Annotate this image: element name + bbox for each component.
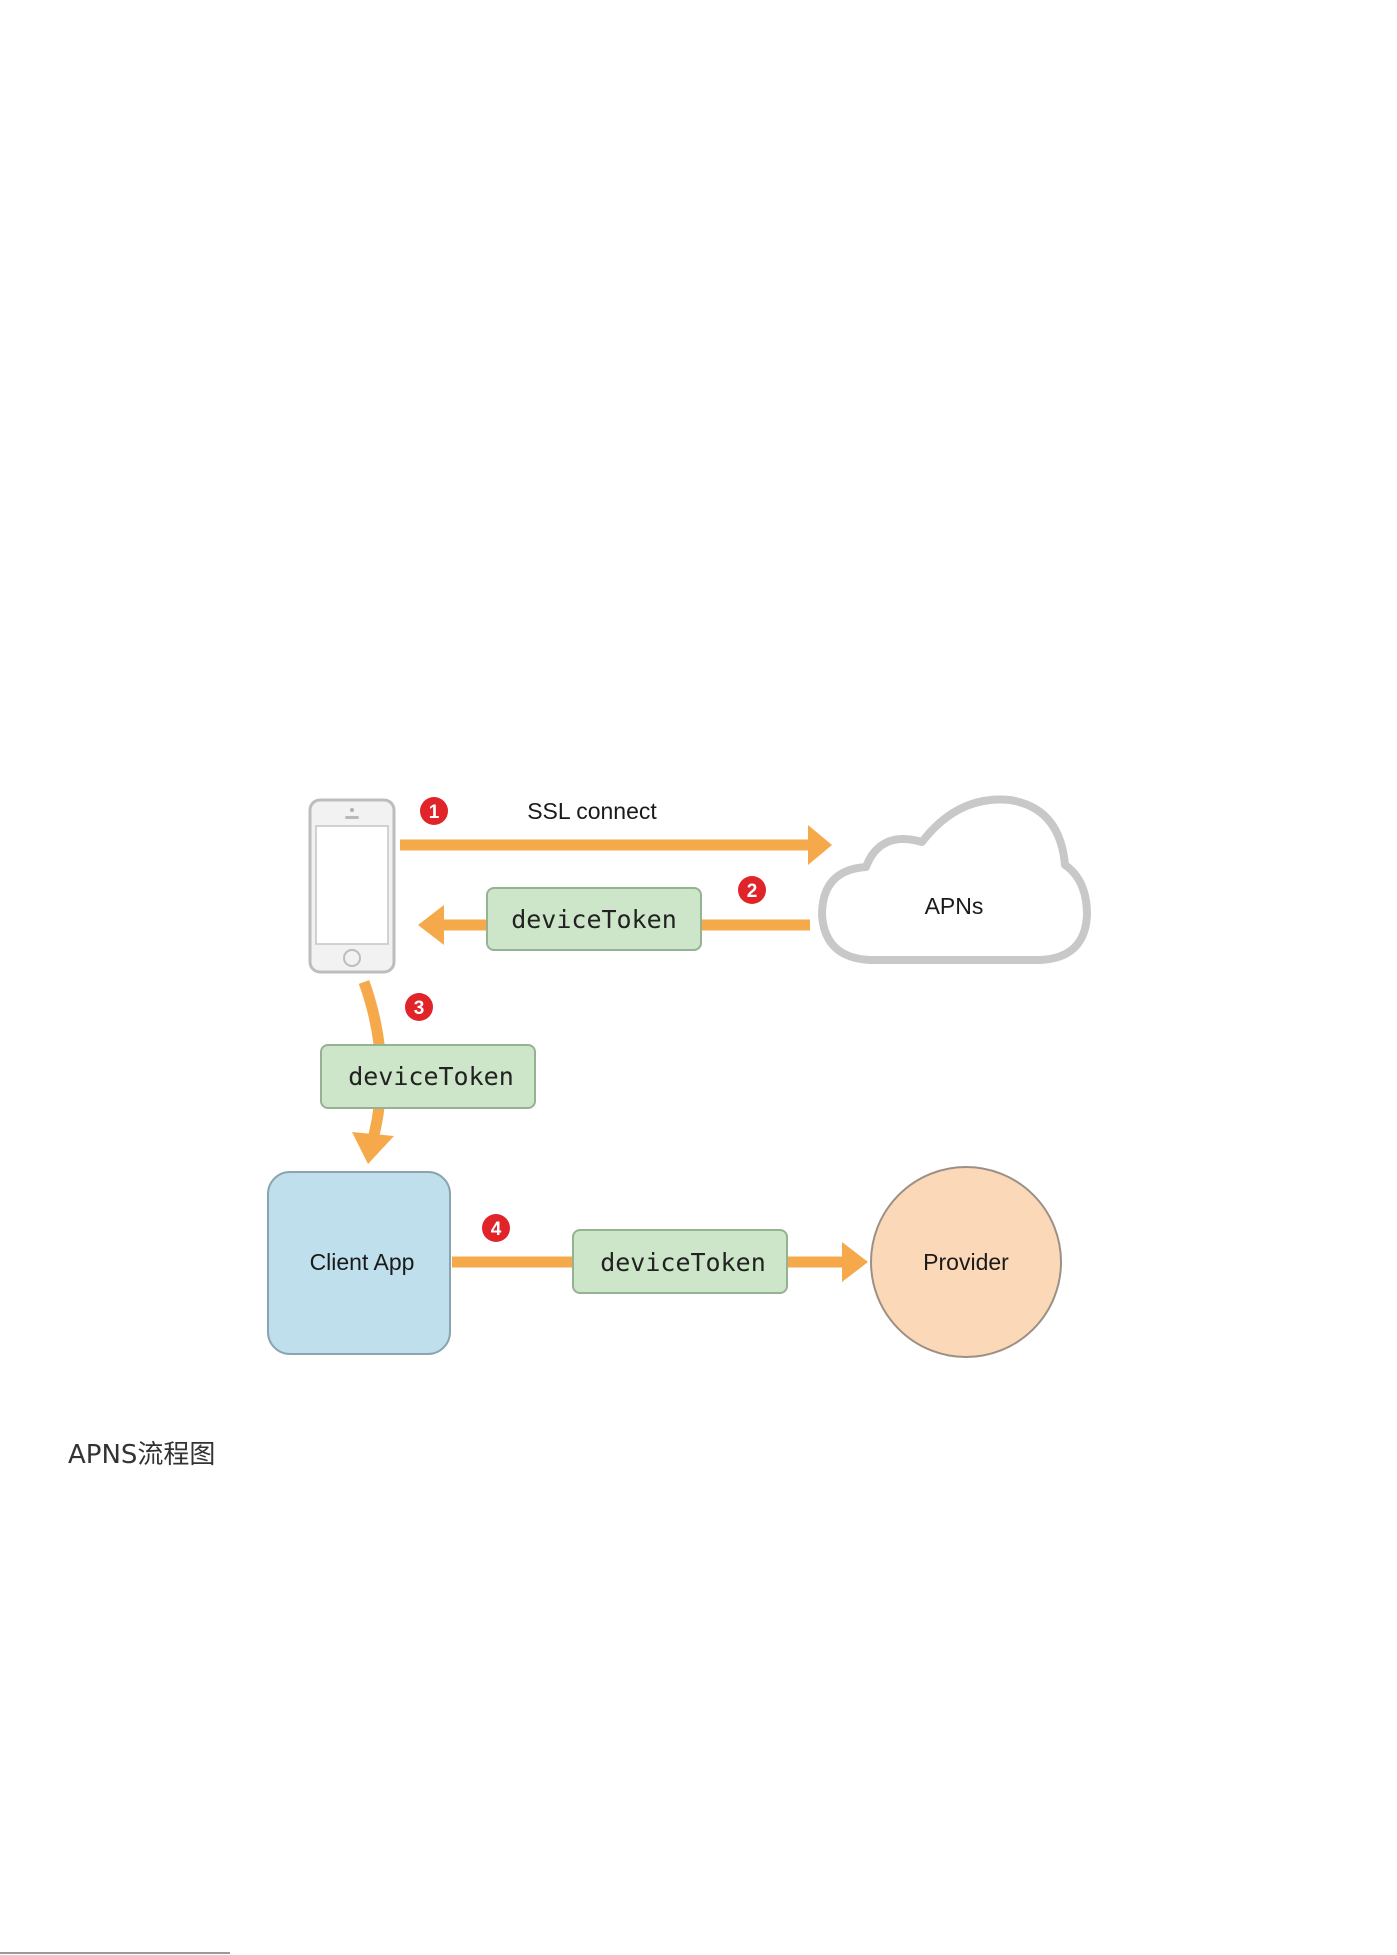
step-number-3: 3 bbox=[414, 998, 425, 1019]
iphone-icon bbox=[308, 798, 396, 974]
token-box-step-3: deviceToken bbox=[320, 1044, 536, 1109]
cloud-icon bbox=[818, 795, 1091, 964]
step-number-2: 2 bbox=[747, 881, 758, 902]
step-number-1: 1 bbox=[429, 802, 440, 823]
apns-label: APNs bbox=[925, 893, 984, 919]
client-app-label: Client App bbox=[310, 1249, 415, 1275]
bottom-divider bbox=[0, 1952, 230, 1954]
step-number-4: 4 bbox=[491, 1219, 502, 1240]
provider-label: Provider bbox=[923, 1249, 1009, 1275]
step-badge-4: 4 bbox=[482, 1214, 510, 1242]
token-label-2: deviceToken bbox=[511, 905, 677, 934]
step-badge-3: 3 bbox=[405, 993, 433, 1021]
ssl-connect-label: SSL connect bbox=[527, 798, 657, 824]
arrow-ssl-connect bbox=[400, 825, 832, 865]
token-label-3: deviceToken bbox=[348, 1062, 514, 1091]
token-label-4: deviceToken bbox=[600, 1248, 766, 1277]
token-box-step-4: deviceToken bbox=[572, 1229, 788, 1294]
step-badge-1: 1 bbox=[420, 797, 448, 825]
client-app-node: Client App bbox=[267, 1171, 451, 1355]
figure-caption: APNS流程图 bbox=[68, 1440, 216, 1470]
token-box-step-2: deviceToken bbox=[486, 887, 702, 951]
step-badge-2: 2 bbox=[738, 876, 766, 904]
provider-node: Provider bbox=[870, 1166, 1062, 1358]
